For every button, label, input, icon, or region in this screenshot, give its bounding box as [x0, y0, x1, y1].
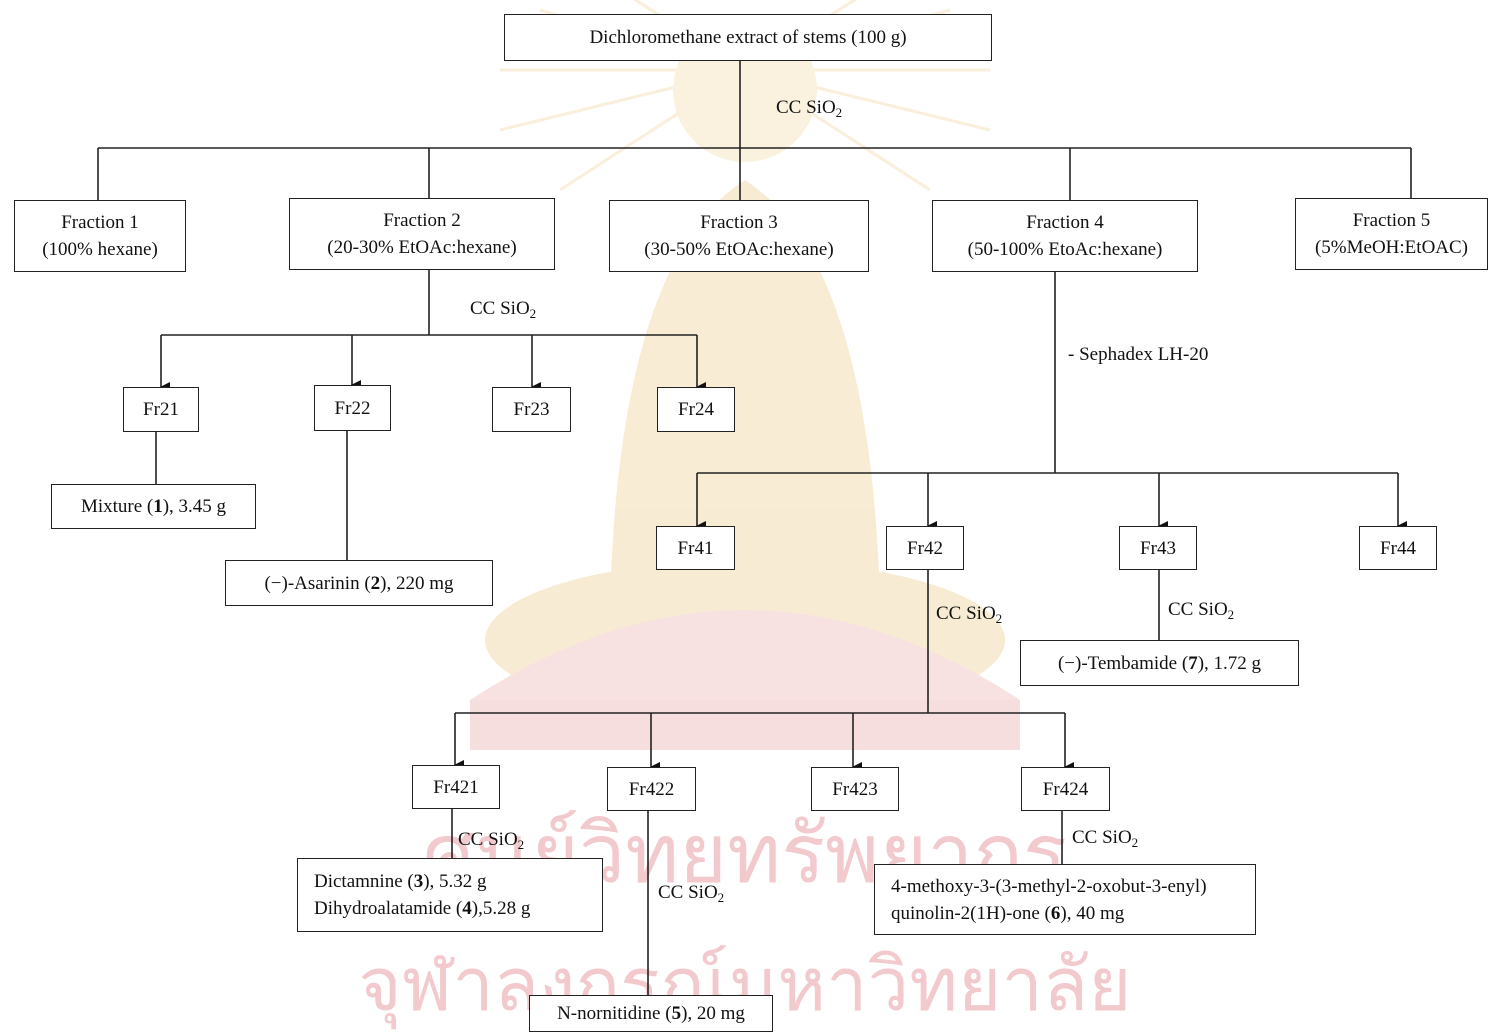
fraction-1-solvent: (100% hexane) — [42, 239, 158, 260]
separation-label-cc-sio2: CC SiO2 — [936, 603, 1003, 626]
subfraction-fr41-box: Fr41 — [656, 526, 735, 570]
separation-label-sephadex: - Sephadex LH-20 — [1068, 344, 1209, 365]
subfraction-fr422-label: Fr422 — [628, 778, 675, 800]
subfraction-fr421-label: Fr421 — [433, 776, 479, 798]
subfraction-fr21-box: Fr21 — [123, 387, 199, 432]
subfraction-fr42-label: Fr42 — [907, 537, 943, 559]
compound-5-box: N-nornitidine (5), 20 mg — [529, 995, 773, 1032]
emblem-icon — [470, 0, 1020, 750]
compound-1-box: Mixture (1), 3.45 g — [51, 484, 256, 529]
root-extract-box: Dichloromethane extract of stems (100 g) — [504, 14, 992, 61]
subfraction-fr423-box: Fr423 — [811, 767, 899, 811]
fraction-3-box: Fraction 3 (30-50% EtOAc:hexane) — [609, 200, 869, 272]
compound-4-label: Dihydroalatamide (4),5.28 g — [314, 898, 531, 919]
subfraction-fr44-box: Fr44 — [1359, 526, 1437, 570]
fraction-3-name: Fraction 3 — [700, 212, 778, 233]
fraction-2-name: Fraction 2 — [383, 210, 461, 231]
compound-6-line-1: 4-methoxy-3-(3-methyl-2-oxobut-3-enyl) — [891, 875, 1207, 897]
compound-6-line-2: quinolin-2(1H)-one (6), 40 mg — [891, 902, 1125, 924]
fraction-4-box: Fraction 4 (50-100% EtoAc:hexane) — [932, 200, 1198, 272]
subfraction-fr43-box: Fr43 — [1119, 526, 1197, 570]
subfraction-fr23-box: Fr23 — [492, 387, 571, 432]
fraction-1-box: Fraction 1 (100% hexane) — [14, 200, 186, 272]
subfraction-fr23-label: Fr23 — [513, 399, 550, 420]
separation-label-cc-sio2: CC SiO2 — [776, 97, 843, 120]
compound-2-box: (−)-Asarinin (2), 220 mg — [225, 560, 493, 606]
fraction-5-box: Fraction 5 (5%MeOH:EtOAC) — [1295, 198, 1488, 270]
subfraction-fr24-label: Fr24 — [678, 399, 714, 420]
compound-2-label: (−)-Asarinin (2), 220 mg — [264, 572, 454, 594]
subfraction-fr41-label: Fr41 — [677, 537, 714, 559]
fraction-4-name: Fraction 4 — [1026, 212, 1104, 233]
subfraction-fr22-box: Fr22 — [314, 385, 391, 431]
subfraction-fr421-box: Fr421 — [412, 765, 500, 809]
compound-3-label: Dictamnine (3), 5.32 g — [314, 871, 487, 892]
separation-label-cc-sio2: CC SiO2 — [1072, 827, 1139, 850]
subfraction-fr44-label: Fr44 — [1380, 537, 1416, 559]
fraction-1-name: Fraction 1 — [61, 212, 139, 233]
subfraction-fr423-label: Fr423 — [832, 778, 878, 800]
compound-7-label: (−)-Tembamide (7), 1.72 g — [1057, 652, 1262, 674]
separation-label-cc-sio2: CC SiO2 — [1168, 599, 1235, 622]
fraction-2-solvent: (20-30% EtOAc:hexane) — [327, 237, 517, 258]
subfraction-fr21-label: Fr21 — [143, 399, 179, 420]
subfraction-fr42-box: Fr42 — [886, 526, 964, 570]
fraction-3-solvent: (30-50% EtOAc:hexane) — [644, 239, 834, 260]
separation-label-cc-sio2: CC SiO2 — [470, 298, 537, 321]
subfraction-fr422-box: Fr422 — [607, 767, 696, 811]
compound-3-4-box: Dictamnine (3), 5.32 g Dihydroalatamide … — [297, 858, 603, 932]
compound-7-box: (−)-Tembamide (7), 1.72 g — [1020, 640, 1299, 686]
separation-label-cc-sio2: CC SiO2 — [658, 882, 725, 905]
separation-label-cc-sio2: CC SiO2 — [458, 829, 525, 852]
compound-6-box: 4-methoxy-3-(3-methyl-2-oxobut-3-enyl) q… — [874, 864, 1256, 935]
root-extract-label: Dichloromethane extract of stems (100 g) — [589, 27, 907, 48]
subfraction-fr424-box: Fr424 — [1021, 767, 1110, 811]
compound-5-label: N-nornitidine (5), 20 mg — [557, 1003, 745, 1024]
subfraction-fr424-label: Fr424 — [1042, 778, 1089, 800]
fraction-2-box: Fraction 2 (20-30% EtOAc:hexane) — [289, 198, 555, 270]
fraction-4-solvent: (50-100% EtoAc:hexane) — [967, 239, 1163, 260]
subfraction-fr24-box: Fr24 — [657, 387, 735, 432]
compound-1-label: Mixture (1), 3.45 g — [80, 496, 227, 517]
fraction-5-name: Fraction 5 — [1352, 210, 1431, 231]
fraction-5-solvent: (5%MeOH:EtOAC) — [1314, 237, 1469, 258]
subfraction-fr43-label: Fr43 — [1140, 537, 1176, 559]
subfraction-fr22-label: Fr22 — [334, 397, 371, 419]
